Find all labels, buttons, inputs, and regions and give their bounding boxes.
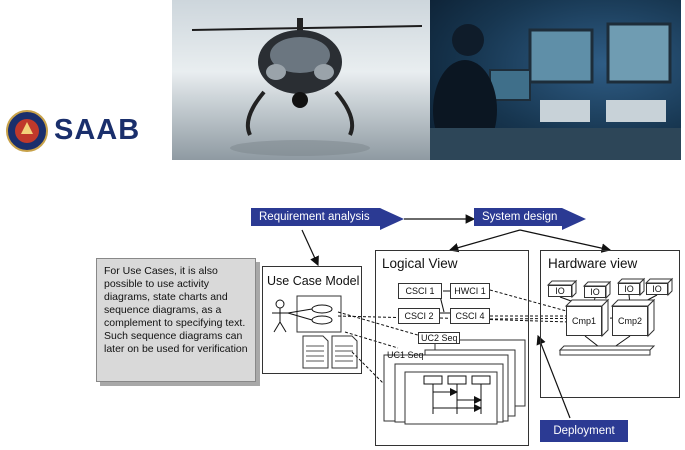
csci2-box: CSCI 2 bbox=[398, 308, 440, 324]
saab-wordmark: SAAB bbox=[54, 114, 141, 146]
uc2-seq-frame: UC2 Seq bbox=[418, 332, 460, 344]
io-box-1: IO bbox=[548, 285, 572, 297]
helicopter-illustration bbox=[191, 18, 423, 156]
use-case-model-box bbox=[262, 266, 362, 374]
uc1-seq-label: UC1 Seq bbox=[387, 350, 424, 360]
system-design-banner: System design bbox=[474, 208, 562, 226]
logical-view-box bbox=[375, 250, 529, 446]
csci1-box: CSCI 1 bbox=[398, 283, 442, 299]
io-box-4: IO bbox=[646, 283, 668, 295]
logical-view-title: Logical View bbox=[382, 256, 458, 271]
hwci1-box: HWCI 1 bbox=[450, 283, 490, 299]
saab-logo: SAAB bbox=[4, 108, 154, 154]
use-case-note: For Use Cases, it is also possible to us… bbox=[96, 258, 256, 382]
requirement-analysis-banner: Requirement analysis bbox=[251, 208, 380, 226]
deployment-banner: Deployment bbox=[540, 420, 628, 442]
cmp1-box: Cmp1 bbox=[566, 306, 602, 336]
use-case-model-title: Use Case Model bbox=[267, 274, 360, 288]
io-box-2: IO bbox=[584, 286, 606, 298]
hardware-view-title: Hardware view bbox=[548, 256, 638, 271]
control-room-photo bbox=[430, 0, 681, 160]
cmp2-box: Cmp2 bbox=[612, 306, 648, 336]
io-box-3: IO bbox=[618, 283, 640, 295]
control-room-illustration bbox=[430, 22, 681, 160]
saab-seal-icon bbox=[6, 110, 48, 152]
helicopter-photo bbox=[172, 0, 430, 160]
griffin-icon bbox=[15, 119, 39, 143]
csci4-box: CSCI 4 bbox=[450, 308, 490, 324]
hardware-view-box bbox=[540, 250, 680, 398]
